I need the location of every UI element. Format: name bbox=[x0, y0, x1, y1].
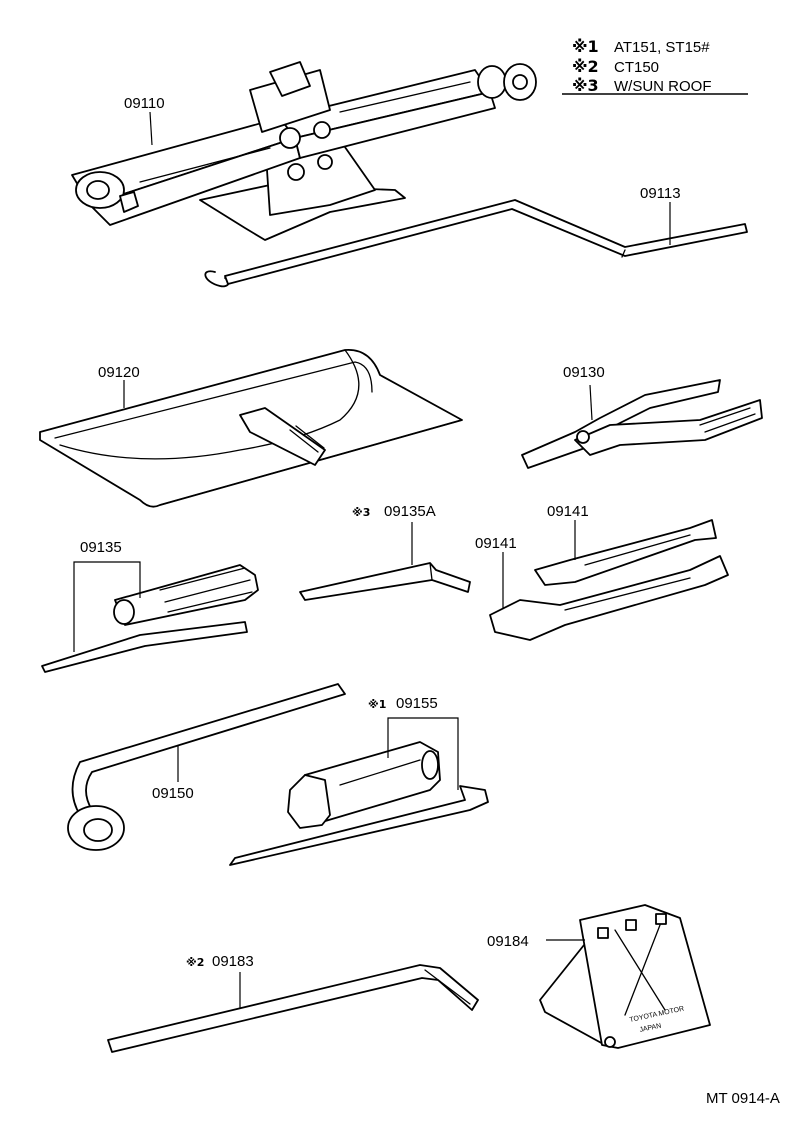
label-09120: 09120 bbox=[98, 364, 140, 381]
leader-09135 bbox=[73, 561, 141, 652]
plate-text-2: JAPAN bbox=[639, 1023, 662, 1034]
lug-wrench-illustration bbox=[67, 683, 346, 851]
label-09155: 09155 bbox=[396, 695, 438, 712]
legend-mark-3: ※3 bbox=[572, 76, 599, 95]
offset-screwdriver-illustration bbox=[299, 562, 471, 601]
label-09135: 09135 bbox=[80, 539, 122, 556]
mark-09183: ※2 bbox=[186, 956, 204, 969]
mark-09135A: ※3 bbox=[352, 506, 370, 519]
legend-text-3: W/SUN ROOF bbox=[614, 78, 712, 95]
label-09110: 09110 bbox=[124, 95, 165, 112]
legend-text-1: AT151, ST15# bbox=[614, 39, 710, 56]
pliers-illustration bbox=[521, 379, 763, 469]
leader-09155 bbox=[387, 717, 459, 790]
label-09141-lower: 09141 bbox=[475, 535, 517, 552]
spark-plug-wrench-illustration bbox=[229, 741, 489, 866]
label-09141-upper: 09141 bbox=[547, 503, 589, 520]
legend: ※1 AT151, ST15# ※2 CT150 ※3 W/SUN ROOF bbox=[562, 37, 748, 95]
screwdriver-illustration bbox=[41, 564, 259, 673]
wrench-upper-illustration bbox=[534, 519, 717, 586]
tire-bar-illustration bbox=[107, 964, 479, 1053]
label-09183: 09183 bbox=[212, 953, 254, 970]
jack-handle-illustration bbox=[204, 199, 748, 288]
label-09130: 09130 bbox=[563, 364, 605, 381]
scissor-jack-illustration bbox=[71, 61, 537, 241]
label-09135A: 09135A bbox=[384, 503, 436, 520]
label-09150: 09150 bbox=[152, 785, 194, 802]
tool-bag-illustration bbox=[39, 349, 463, 508]
figure-code: MT 0914-A bbox=[706, 1090, 780, 1107]
legend-mark-1: ※1 bbox=[572, 37, 599, 56]
mark-09155: ※1 bbox=[368, 698, 386, 711]
leader-09110 bbox=[149, 111, 153, 146]
wrench-lower-illustration bbox=[489, 555, 729, 641]
label-09113: 09113 bbox=[640, 185, 681, 202]
legend-text-2: CT150 bbox=[614, 59, 659, 76]
legend-mark-2: ※2 bbox=[572, 57, 599, 76]
leader-09130 bbox=[589, 384, 593, 421]
wheel-chock-illustration: TOYOTA MOTOR JAPAN bbox=[539, 904, 711, 1049]
label-09184: 09184 bbox=[487, 933, 529, 950]
